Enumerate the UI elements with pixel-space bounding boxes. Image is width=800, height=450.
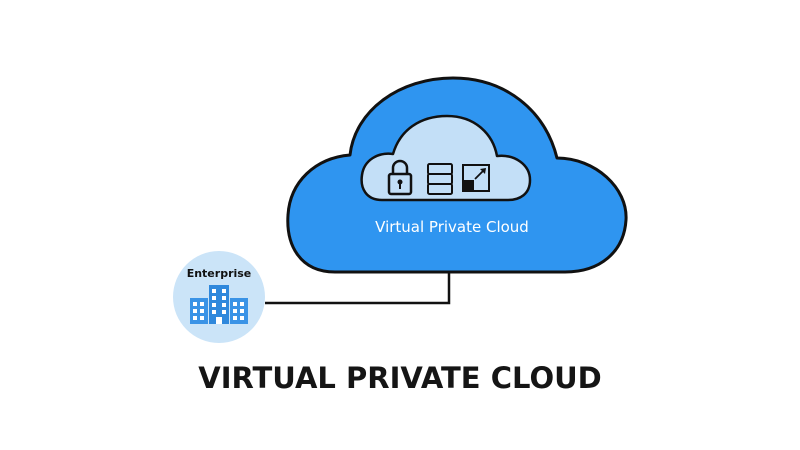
building-icon bbox=[190, 285, 248, 324]
database-icon bbox=[427, 163, 453, 195]
page-title: VIRTUAL PRIVATE CLOUD bbox=[198, 361, 601, 395]
scale-icon bbox=[462, 164, 490, 192]
enterprise-node: Enterprise bbox=[173, 251, 265, 343]
connector-line bbox=[265, 272, 451, 305]
lock-icon bbox=[387, 159, 413, 196]
cloud-label: Virtual Private Cloud bbox=[375, 218, 529, 236]
enterprise-label: Enterprise bbox=[187, 267, 252, 280]
